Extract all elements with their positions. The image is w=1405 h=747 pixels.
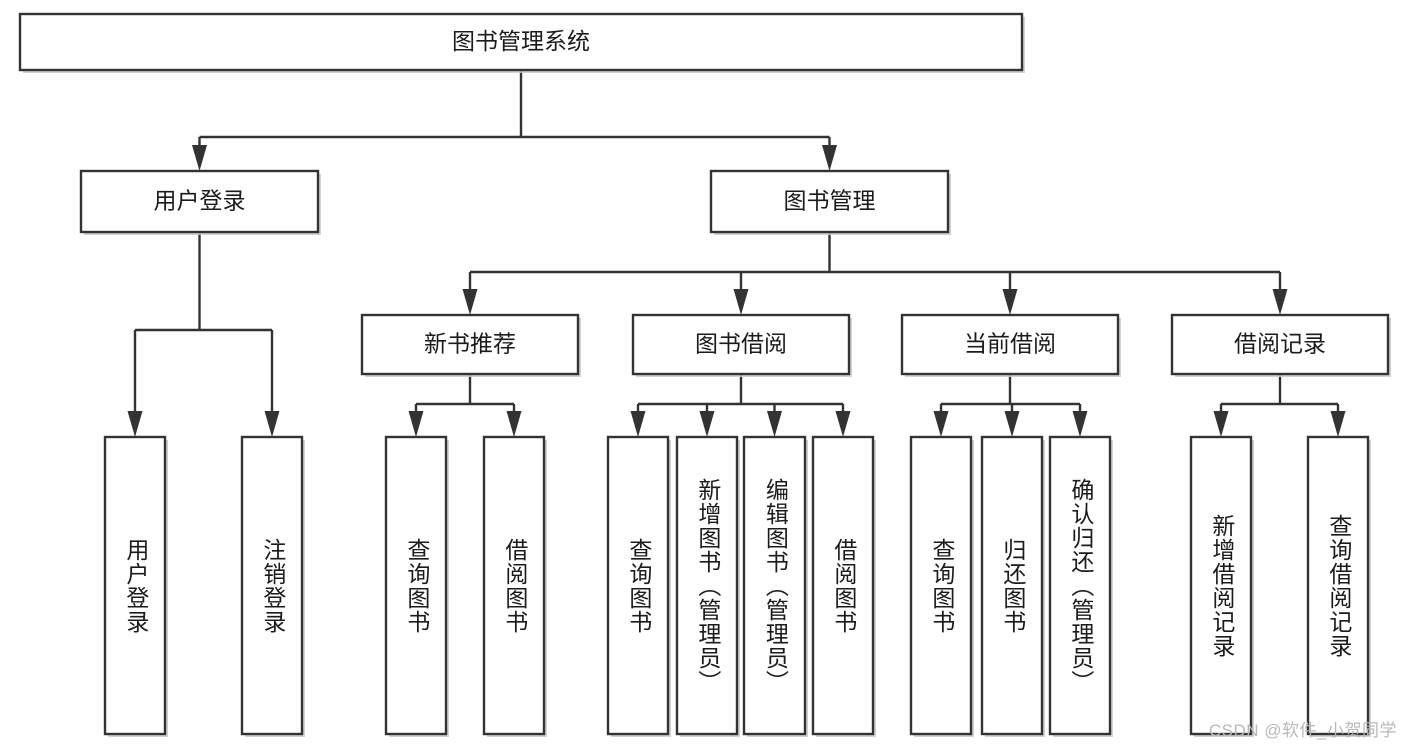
node-box[interactable] [980,435,1044,736]
node-box[interactable] [900,313,1120,376]
node-box[interactable] [1170,313,1390,376]
node-root[interactable] [18,12,1025,73]
node-label: 图书管理 [784,188,876,214]
arrowhead-icon [408,411,424,437]
node-leaf-bw-edit[interactable] [742,435,808,737]
node-borrow[interactable] [631,313,852,377]
node-login[interactable] [79,169,321,235]
node-bookmgmt[interactable] [709,169,951,235]
arrowhead-icon [767,411,782,437]
node-box[interactable] [18,12,1024,72]
node-label: 当前借阅 [964,331,1056,357]
node-box[interactable] [811,435,875,736]
arrowhead-icon [1213,411,1229,437]
node-box[interactable] [482,435,546,736]
node-box[interactable] [631,313,851,376]
arrowhead-icon [1330,411,1346,437]
node-records[interactable] [1170,313,1391,377]
node-box[interactable] [742,435,807,736]
edges-layer [127,70,1346,437]
node-box[interactable] [909,435,973,736]
node-leaf-cur-return[interactable] [980,435,1045,737]
node-box[interactable] [360,313,580,376]
node-label: 图书管理系统 [452,28,590,54]
node-box[interactable] [79,169,320,234]
node-newbook[interactable] [360,313,581,377]
arrowhead-icon [1272,289,1288,315]
node-leaf-bw-add[interactable] [675,435,740,737]
watermark-text: CSDN @软件_小贺同学 [1208,721,1397,740]
node-box[interactable] [1048,435,1112,736]
arrowhead-icon [699,411,715,437]
node-box[interactable] [240,435,304,736]
node-box[interactable] [384,435,448,736]
arrowhead-icon [127,411,143,437]
node-label: 新书推荐 [424,331,516,357]
arrowhead-icon [1072,411,1088,437]
arrowhead-icon [822,145,837,171]
arrowhead-icon [264,411,280,437]
node-box[interactable] [709,169,950,234]
node-leaf-bw-borrow[interactable] [811,435,876,737]
arrowhead-icon [1004,411,1020,437]
node-leaf-cur-query[interactable] [909,435,974,737]
node-current[interactable] [900,313,1121,377]
node-leaf-cur-confirm[interactable] [1048,435,1113,737]
arrowhead-icon [462,289,478,315]
node-box[interactable] [1189,435,1253,736]
node-label: 用户登录 [154,188,246,214]
arrowhead-icon [1002,289,1018,315]
arrowhead-icon [192,145,207,171]
arrowhead-icon [733,289,749,315]
node-leaf-new-query[interactable] [384,435,449,737]
node-box[interactable] [1306,435,1370,736]
node-leaf-rec-query[interactable] [1306,435,1371,737]
node-label: 图书借阅 [695,331,787,357]
node-leaf-new-borrow[interactable] [482,435,547,737]
node-box[interactable] [606,435,670,736]
node-leaf-bw-query[interactable] [606,435,671,737]
arrowhead-icon [835,411,851,437]
node-leaf-user-login[interactable] [103,435,168,737]
node-leaf-user-logout[interactable] [240,435,305,737]
node-box[interactable] [675,435,739,736]
arrowhead-icon [506,411,522,437]
node-box[interactable] [103,435,167,736]
node-leaf-rec-add[interactable] [1189,435,1254,737]
arrowhead-icon [933,411,949,437]
arrowhead-icon [630,411,646,437]
node-label: 借阅记录 [1234,331,1326,357]
